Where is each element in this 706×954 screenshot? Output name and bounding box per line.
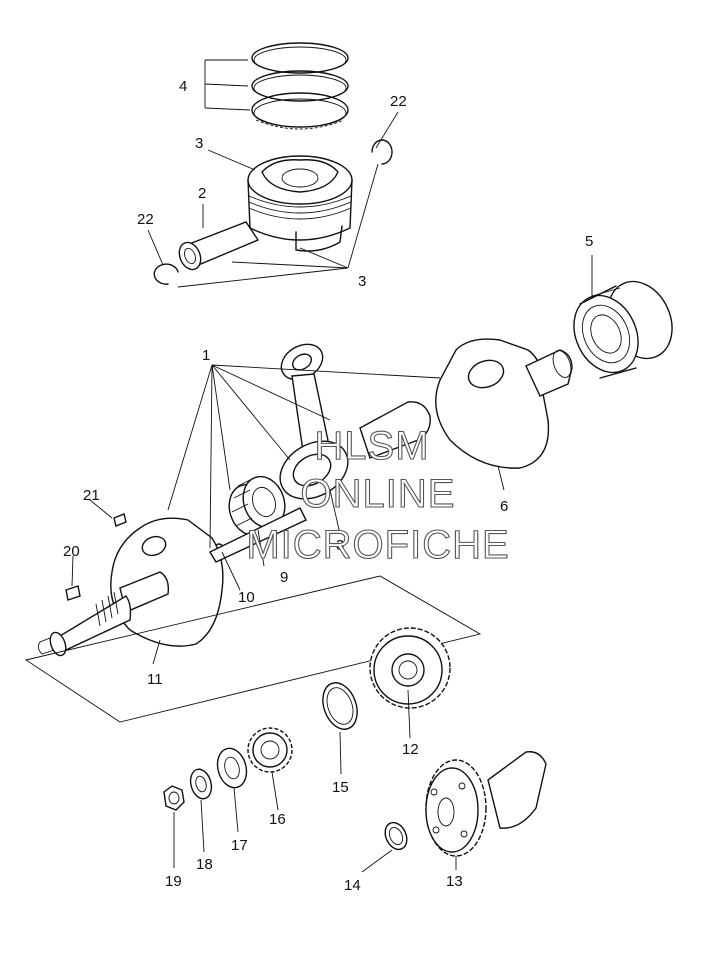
balancer-shaft-gear [425,751,547,857]
callout-22-left: 22 [137,211,154,228]
callout-numbers: 4 3 2 22 22 3 5 1 3 9 10 6 21 20 11 12 1… [63,78,593,894]
piston [247,155,353,252]
circlip-left [153,263,179,285]
callout-1: 1 [202,347,210,364]
callout-9: 9 [280,569,288,586]
callout-3-rod: 3 [336,537,344,554]
crankshaft-left-half [37,507,307,657]
callout-2: 2 [198,185,206,202]
watermark-line-3: MICROFICHE [246,523,509,567]
callout-12: 12 [402,741,419,758]
watermark: HLSM ONLINE MICROFICHE [246,423,509,567]
woodruff-key-21 [113,513,127,527]
piston-rings [251,42,349,130]
callout-11: 11 [147,671,163,688]
nut [163,785,185,811]
callout-4: 4 [179,78,187,95]
callout-20: 20 [63,543,80,560]
callout-21: 21 [83,487,100,504]
callout-14: 14 [344,877,361,894]
callout-3-piston: 3 [195,135,203,152]
watermark-line-2: ONLINE [301,472,456,516]
needle-bearing [228,475,286,537]
watermark-line-1: HLSM [314,424,429,468]
callout-17: 17 [231,837,248,854]
callout-3-pin-group: 3 [358,273,366,290]
collar [216,747,248,789]
callout-22-right: 22 [390,93,407,110]
thrust-washer-14 [384,821,408,851]
callout-13: 13 [446,873,463,890]
circlip-right [371,139,393,165]
callout-5: 5 [585,233,593,250]
drive-gear [369,627,451,709]
washer-18 [189,768,213,800]
callout-10: 10 [238,589,255,606]
connecting-rod [279,343,349,500]
callout-19: 19 [165,873,182,890]
callout-15: 15 [332,779,349,796]
piston-pin [178,221,260,271]
timing-sprocket [247,727,293,773]
thrust-washer-15 [322,682,358,730]
assembly-outline [24,575,482,723]
callout-6: 6 [500,498,508,515]
leader-lines [71,59,621,873]
main-bearing [573,280,673,379]
callout-16: 16 [269,811,286,828]
callout-18: 18 [196,856,213,873]
crankshaft-right-half [359,338,573,469]
woodruff-key-20 [65,585,81,601]
